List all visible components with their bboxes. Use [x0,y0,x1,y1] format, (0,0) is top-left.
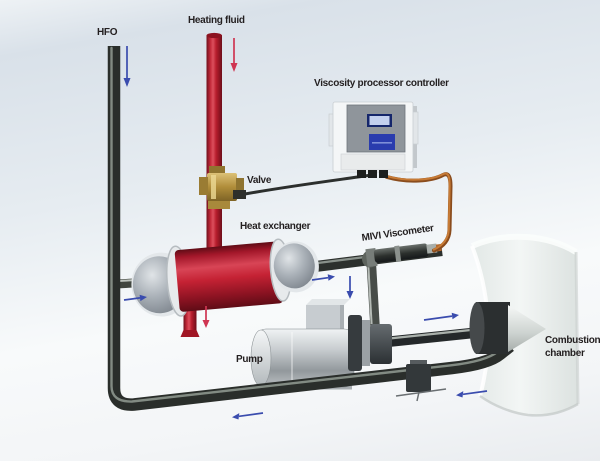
pump-head [370,324,392,364]
burner-nozzle [469,302,546,354]
controller-display-screen [369,116,390,125]
return-flow-left-arrow [456,390,488,398]
viscometer-body [373,243,429,263]
valve-left-port [199,177,208,195]
controller-keypad-row [372,142,392,144]
valve-actuator-connector [233,190,246,199]
heating-fluid-flow-down-arrow [230,38,238,72]
label-combustion-line2: chamber [545,347,585,359]
hx-right-dome [273,243,315,289]
viscometer-signal-cable [386,172,451,251]
heating-fluid-pipe-top-cap [206,32,222,39]
heating-fluid-valve [199,166,246,209]
label-pump: Pump [236,354,263,365]
pump-junction-box [306,305,344,331]
return-valve-stem [416,391,420,402]
valve-bottom-flange [208,201,230,209]
pump-coupling [348,315,362,371]
hfo-return-loop-pipe [107,46,514,411]
bottom-return-flow-left-arrow [232,412,264,420]
pump-feed-pipe-body [366,257,380,327]
return-valve-top [410,360,427,366]
hx-drain-flow-down-arrow [202,306,210,328]
controller-connector-1 [357,170,366,178]
hx-drain-flare [180,330,200,337]
hx-outlet-flow-right-arrow [311,274,335,281]
label-heat-exchanger: Heat exchanger [240,221,311,232]
hfo-flow-down-arrow [123,46,131,87]
label-valve: Valve [247,175,272,186]
label-hfo: HFO [97,27,118,38]
chamber-wall-bottom-shade [479,394,579,417]
burner-feed-flow-right-arrow [423,312,459,321]
heating-fluid-pipe-body [206,35,222,258]
return-valve-body [406,364,431,392]
pump-flange-disc [362,320,370,366]
valve-right-lug [236,178,244,190]
label-combustion-line1: Combustion [545,335,600,346]
valve-highlight [211,175,216,199]
controller-connector-3 [379,170,388,178]
pump-feed-pipe-highlight [367,259,373,325]
return-line-valve [395,360,447,402]
burner-cone [508,305,546,352]
valve-bonnet [209,166,225,174]
label-heating-fluid: Heating fluid [188,15,245,26]
pump-junction-box-shade [340,305,344,331]
heat-exchanger [131,238,319,317]
viscometer-band [394,245,402,262]
return-valve-bracket [395,388,447,397]
hx-inlet-flow-right-arrow [123,294,147,302]
burner-face [469,302,485,354]
label-viscosity-controller: Viscosity processor controller [314,78,449,89]
pump-junction-box-top [306,299,350,305]
hx-shell [174,241,284,312]
controller-terminal-strip [340,153,406,171]
chamber-wall-top-highlight [470,233,578,255]
chamber-wall-right-shade [574,251,580,405]
pump-feed-flow-down-arrow [346,276,354,299]
hfo-pipe-highlight [110,46,500,403]
viscosity-processor-controller [328,101,419,178]
controller-connector-2 [368,170,377,178]
